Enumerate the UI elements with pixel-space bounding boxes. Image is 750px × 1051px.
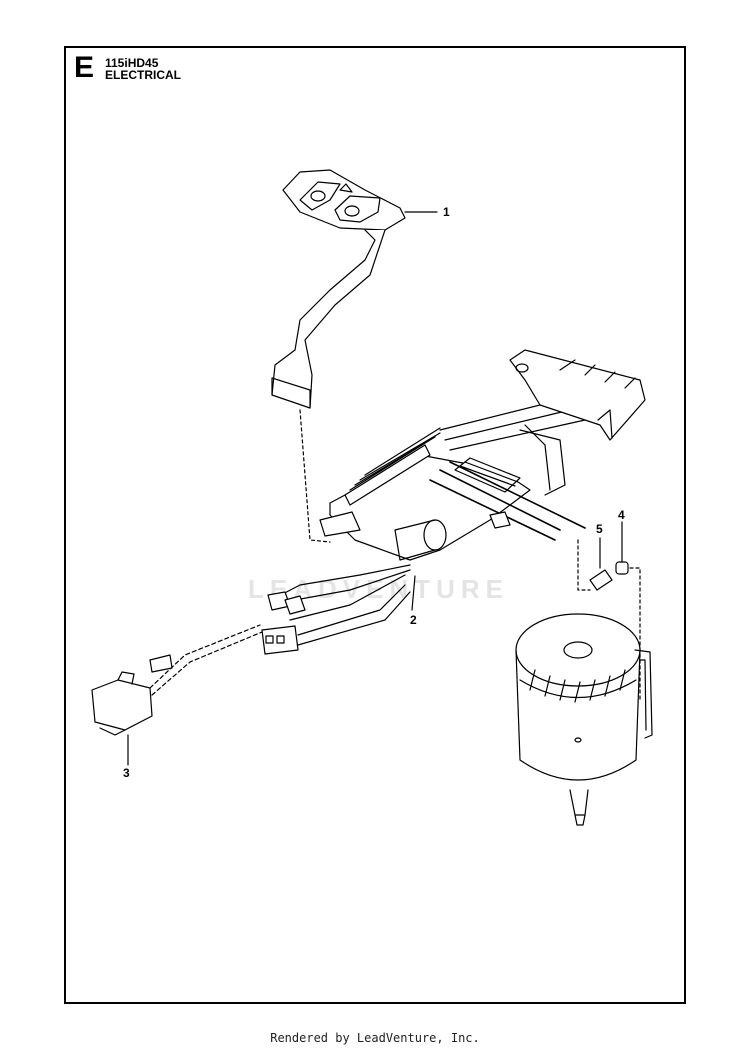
- section-letter: E: [74, 51, 95, 84]
- connector-block[interactable]: [509, 349, 646, 441]
- part-1-control-panel[interactable]: [271, 169, 438, 409]
- callout-1: 1: [443, 205, 450, 219]
- callout-3: 3: [123, 766, 130, 780]
- motor-assembly[interactable]: [515, 613, 653, 826]
- part-2-circuit-board[interactable]: [261, 399, 586, 655]
- callout-4: 4: [618, 508, 625, 522]
- part-3-micro-switch[interactable]: [91, 624, 263, 766]
- diagram-title: ELECTRICAL: [105, 68, 181, 82]
- diagram-frame: [64, 46, 686, 1004]
- footer-credit: Rendered by LeadVenture, Inc.: [270, 1031, 480, 1045]
- callout-2: 2: [410, 613, 417, 627]
- model-number: 115iHD45: [105, 56, 159, 70]
- ribbon-leader-line: [299, 409, 331, 543]
- callout-5: 5: [596, 522, 603, 536]
- part-5-pin[interactable]: [577, 537, 613, 591]
